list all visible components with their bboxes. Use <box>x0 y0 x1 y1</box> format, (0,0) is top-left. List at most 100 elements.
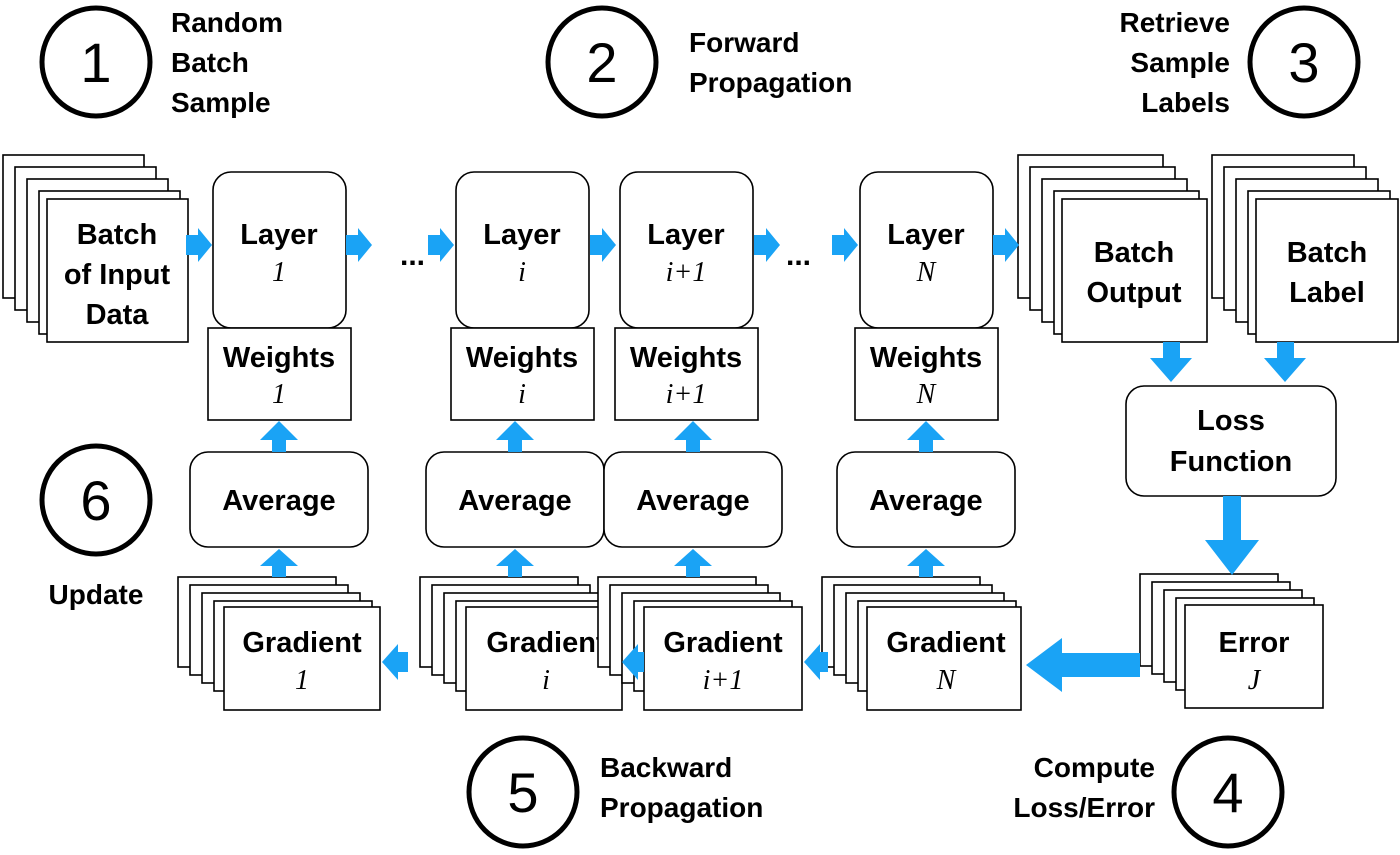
step-3-number: 3 <box>1288 31 1319 94</box>
gradient-n-index: N <box>936 665 957 696</box>
gradient-n-front <box>866 606 1022 711</box>
arrow-into-layer-n <box>832 228 858 262</box>
input-data-front <box>46 198 189 343</box>
loss-function-line-1: Loss <box>1197 405 1265 437</box>
arrow-label-to-loss <box>1264 342 1306 382</box>
step-2-label-line-1: Forward <box>689 27 799 58</box>
arrow-average-1-to-weights <box>260 421 298 452</box>
input-data-stack: Batch of Input Data <box>2 154 189 343</box>
step-6: 6 Update <box>39 443 153 610</box>
batch-output-stack: Batch Output <box>1017 154 1208 343</box>
step-5: 5 Backward Propagation <box>466 735 763 849</box>
arrow-error-to-gradient-n <box>1026 638 1140 692</box>
gradient-i: Gradient i <box>419 576 623 711</box>
layer-1-index: 1 <box>272 257 286 288</box>
step-3-label-line-2: Sample <box>1130 47 1230 78</box>
batch-output-line-1: Batch <box>1094 237 1175 269</box>
weights-1-title: Weights <box>223 342 335 374</box>
layer-i-plus-1: Layer i+1 <box>619 171 754 329</box>
layer-ellipsis-1: ... <box>400 239 425 272</box>
arrow-gradient-i-plus-1-to-gradient-i <box>622 644 644 680</box>
step-1-circle <box>39 5 153 119</box>
step-4-circle <box>1171 735 1285 849</box>
average-i-plus-1-label: Average <box>636 485 749 517</box>
gradient-1-index: 1 <box>295 665 309 696</box>
weights-1-box <box>207 327 352 421</box>
layer-i-plus-1-index: i+1 <box>666 257 707 288</box>
arrow-gradient-n-to-average <box>907 549 945 577</box>
batch-output-line-2: Output <box>1086 277 1181 309</box>
step-2-label-line-2: Propagation <box>689 67 852 98</box>
step-4: 4 Compute Loss/Error <box>1013 735 1285 849</box>
step-3: 3 Retrieve Sample Labels <box>1119 5 1361 119</box>
average-i-label: Average <box>458 485 571 517</box>
loss-function-line-2: Function <box>1170 446 1292 478</box>
step-2: 2 Forward Propagation <box>545 5 852 119</box>
gradient-i-title: Gradient <box>486 627 606 659</box>
gradient-i-plus-1-front <box>643 606 803 711</box>
weights-1: Weights 1 <box>207 327 352 421</box>
average-1-label: Average <box>222 485 335 517</box>
layer-n-title: Layer <box>887 219 964 251</box>
loss-function-box <box>1125 385 1337 497</box>
step-4-label-line-2: Loss/Error <box>1013 792 1155 823</box>
error-front <box>1184 604 1324 709</box>
arrow-average-i-to-weights <box>496 421 534 452</box>
arrow-output-to-loss <box>1150 342 1192 382</box>
layer-n-index: N <box>916 257 937 288</box>
weights-i-plus-1-index: i+1 <box>666 379 707 410</box>
layer-i: Layer i <box>455 171 590 329</box>
layer-n: Layer N <box>859 171 994 329</box>
step-1-label-line-1: Random <box>171 7 283 38</box>
layer-ellipsis-2: ... <box>786 239 811 272</box>
batch-label-line-1: Batch <box>1287 237 1368 269</box>
average-n: Average <box>836 451 1016 548</box>
weights-i-plus-1-box <box>614 327 759 421</box>
arrow-layer-i-to-layer-i-plus-1 <box>590 228 616 262</box>
step-4-label-line-1: Compute <box>1034 752 1155 783</box>
step-5-circle <box>466 735 580 849</box>
loss-function: Loss Function <box>1125 385 1337 497</box>
weights-i-plus-1: Weights i+1 <box>614 327 759 421</box>
arrow-layer-i-plus-1-forward <box>754 228 780 262</box>
gradient-i-plus-1-title: Gradient <box>663 627 783 659</box>
step-2-number: 2 <box>586 31 617 94</box>
step-6-label: Update <box>49 579 144 610</box>
arrow-into-layer-i <box>428 228 454 262</box>
step-5-number: 5 <box>507 761 538 824</box>
step-4-number: 4 <box>1212 761 1243 824</box>
step-3-label-line-3: Labels <box>1141 87 1230 118</box>
arrow-gradient-1-to-average <box>260 549 298 577</box>
gradient-n-title: Gradient <box>886 627 1006 659</box>
input-data-line-3: Data <box>86 299 150 331</box>
step-5-label-line-1: Backward <box>600 752 732 783</box>
arrow-average-n-to-weights <box>907 421 945 452</box>
arrow-layer-n-to-output <box>993 228 1019 262</box>
input-data-line-1: Batch <box>77 219 158 251</box>
weights-n-box <box>854 327 999 421</box>
arrow-loss-to-error <box>1205 496 1259 575</box>
gradient-1: Gradient 1 <box>177 576 381 711</box>
arrow-average-i-plus-1-to-weights <box>674 421 712 452</box>
arrow-gradient-n-to-gradient-i-plus-1 <box>804 644 828 680</box>
weights-n-index: N <box>916 379 937 410</box>
layer-i-index: i <box>518 257 526 288</box>
arrow-gradient-i-to-average <box>496 549 534 577</box>
step-2-circle <box>545 5 659 119</box>
weights-1-index: 1 <box>272 379 286 410</box>
gradient-i-plus-1-index: i+1 <box>703 665 744 696</box>
weights-i-plus-1-title: Weights <box>630 342 742 374</box>
arrow-gradient-i-plus-1-to-average <box>674 549 712 577</box>
arrow-layer-1-forward <box>346 228 372 262</box>
arrow-input-to-layer-1 <box>186 228 212 262</box>
batch-label-stack: Batch Label <box>1211 154 1399 343</box>
arrows <box>186 228 1306 692</box>
step-6-number: 6 <box>80 469 111 532</box>
gradient-n: Gradient N <box>821 576 1022 711</box>
error-title: Error <box>1219 627 1290 659</box>
batch-label-line-2: Label <box>1289 277 1365 309</box>
weights-i-box <box>450 327 595 421</box>
layer-i-title: Layer <box>483 219 560 251</box>
average-i-plus-1: Average <box>603 451 783 548</box>
